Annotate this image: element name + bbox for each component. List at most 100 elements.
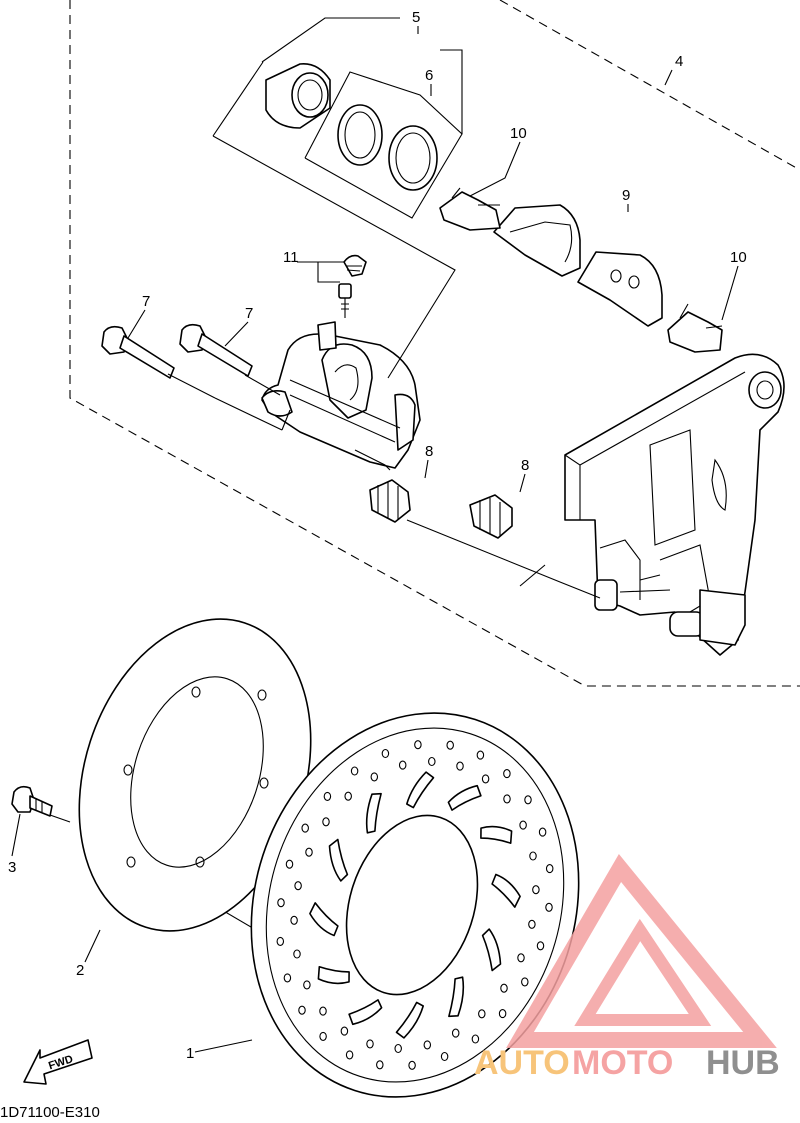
watermark-logo [506,853,777,1048]
callout-5: 5 [412,9,420,26]
disc-hole [478,1009,486,1019]
disc-hole [340,1026,349,1036]
bleed-screw [338,254,367,318]
boot-right [469,494,513,539]
callout-11: 11 [283,249,299,266]
disc-hole [440,1051,449,1062]
disc-slot [481,928,502,972]
callout-7-left: 7 [142,293,150,310]
disc-hole [538,827,547,837]
disc-hole [500,983,508,993]
disc-hole [476,750,485,760]
disc-hole [524,795,532,805]
disc-hole [503,769,511,779]
brake-pads [493,204,663,327]
callout-1: 1 [186,1045,194,1062]
disc-hole [322,817,330,827]
caliper-bracket [564,353,785,656]
disc-hole [408,1060,416,1070]
disc-hole [294,881,302,891]
disc-hole [545,902,553,912]
disc-hole [519,820,527,830]
disc-hole [536,941,545,951]
disc-slots [309,771,521,1039]
drawing-code: 1D71100-E310 [0,1104,100,1121]
disc-hole [498,1009,507,1019]
caliper-body [261,321,421,471]
disc-hole [428,756,436,767]
disc-slot [480,825,513,844]
disc-hole [471,1034,480,1044]
disc-slot [447,784,482,811]
disc-hole [545,864,554,874]
disc-hole [301,823,309,833]
disc-hole [303,980,311,990]
disc-hole [414,740,422,750]
disc-bolt [11,785,53,817]
pad-pin-left [101,325,175,379]
disc-slot [491,873,521,908]
callout-7-right: 7 [245,305,253,322]
disc-hole [521,977,529,987]
disc-holes [276,740,554,1070]
disc-hole [319,1006,327,1016]
callout-8-right: 8 [521,457,529,474]
callout-4: 4 [675,53,683,70]
disc-hole [451,1028,460,1038]
disc-hole [503,794,511,804]
piston-seals [337,104,438,191]
callout-9: 9 [622,187,630,204]
callout-6: 6 [425,67,433,84]
disc-hole [276,936,285,946]
watermark-text: AUTO MOTO HUB [474,1044,780,1082]
disc-hole [394,1043,402,1054]
disc-hole [529,851,537,861]
callout-2: 2 [76,962,84,979]
disc-hole [344,791,352,801]
disc-hole [350,766,359,776]
disc-hole [293,949,301,959]
callout-8-left: 8 [425,443,433,460]
watermark-hub: HUB [706,1044,780,1082]
brake-disc [250,712,580,1098]
disc-hole [398,760,407,770]
disc-slot [328,838,349,882]
disc-hole [517,953,525,963]
disc-hole [290,915,298,925]
callout-leaders [11,26,739,1053]
disc-hole [532,885,540,895]
disc-slot [365,792,382,834]
disc-hole [283,973,292,983]
pad-pin-right [179,323,253,377]
disc-hole [285,859,294,869]
disc-hole [305,847,313,857]
disc-hole [423,1040,432,1050]
disc-hole [298,1005,306,1015]
callout-10-right: 10 [730,249,747,266]
pad-springs [439,187,723,353]
disc-hole [381,748,390,759]
disc-hole [456,761,464,771]
disc-hole [370,772,379,782]
disc-hole [319,1031,327,1041]
watermark-auto: AUTO [474,1044,570,1082]
disc-hole [366,1039,374,1049]
callout-3: 3 [8,859,16,876]
caliper-assembly-boundary [69,0,800,687]
disc-slot [309,902,339,937]
callouts: 5 6 4 10 9 10 11 7 7 8 8 3 2 1 [8,9,747,1062]
disc-hole [277,898,285,908]
disc-slot [406,771,435,809]
boot-left [369,479,411,523]
disc-hole [345,1050,354,1060]
disc-hole [446,740,454,750]
disc-hub-plate [78,618,312,932]
fwd-arrow: FWD [23,1039,93,1085]
disc-slot [317,966,350,985]
callout-10-top: 10 [510,125,527,142]
disc-hole [376,1060,384,1070]
caliper-pistons [265,63,331,129]
disc-hole [481,774,490,784]
watermark-moto: MOTO [572,1044,673,1082]
disc-slot [348,999,383,1026]
